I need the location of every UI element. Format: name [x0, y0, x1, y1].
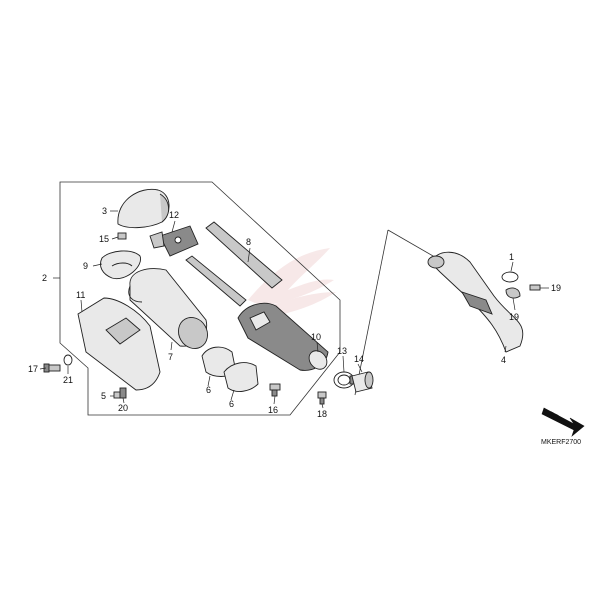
- end-cap-part: [117, 188, 170, 229]
- callout-5: 5: [101, 391, 106, 401]
- collar-5-part: [113, 391, 121, 399]
- callout-4: 4: [501, 355, 506, 365]
- cap-insert-part: [149, 225, 199, 257]
- callout-9: 9: [83, 261, 88, 271]
- diagram-code: MKERF2700: [541, 439, 581, 446]
- callout-10: 10: [311, 332, 321, 342]
- callout-14: 14: [354, 354, 364, 364]
- heat-shield-lower-part: [223, 362, 259, 392]
- callout-13: 13: [337, 346, 347, 356]
- callout-18: 18: [317, 409, 327, 419]
- bolt-15-part: [117, 232, 127, 240]
- header-frame-top: [387, 229, 441, 261]
- callout-11: 11: [76, 290, 85, 300]
- callout-12: 12: [169, 210, 179, 220]
- callout-1: 1: [509, 252, 514, 262]
- assembly-frame: [59, 181, 341, 416]
- packing-part: [128, 268, 208, 349]
- washer-21-part: [63, 354, 73, 366]
- bolt-20-part: [119, 387, 127, 399]
- gasket-part: [501, 271, 519, 283]
- front-direction-arrow: FR.: [541, 407, 585, 437]
- bolt-16-part: [269, 383, 281, 397]
- callout-6-lower: 6: [229, 399, 234, 409]
- callout-15: 15: [99, 234, 109, 244]
- callout-3: 3: [102, 206, 107, 216]
- callout-7: 7: [168, 352, 173, 362]
- callout-21: 21: [63, 375, 73, 385]
- joint-sleeve-part: [351, 371, 374, 393]
- callout-19-lower: 19: [509, 312, 519, 322]
- callout-20: 20: [118, 403, 128, 413]
- spring-19-upper-part: [529, 284, 541, 291]
- callout-17: 17: [28, 364, 38, 374]
- callout-16: 16: [268, 405, 278, 415]
- bolt-18-part: [317, 391, 327, 405]
- header-frame: [354, 229, 389, 396]
- callout-8: 8: [246, 237, 251, 247]
- silencer-shell-part: [77, 297, 161, 391]
- bolt-17-part: [43, 363, 61, 373]
- leader-lines: [39, 210, 549, 409]
- header-pipe-part: [427, 251, 524, 353]
- end-piece-part: [100, 250, 141, 280]
- callout-6-upper: 6: [206, 385, 211, 395]
- spring-19-lower-part: [505, 287, 521, 299]
- packing-strip-part: [205, 221, 283, 289]
- muffler-body-part: [185, 255, 329, 371]
- callout-19-upper: 19: [551, 283, 561, 293]
- callout-2: 2: [42, 273, 47, 283]
